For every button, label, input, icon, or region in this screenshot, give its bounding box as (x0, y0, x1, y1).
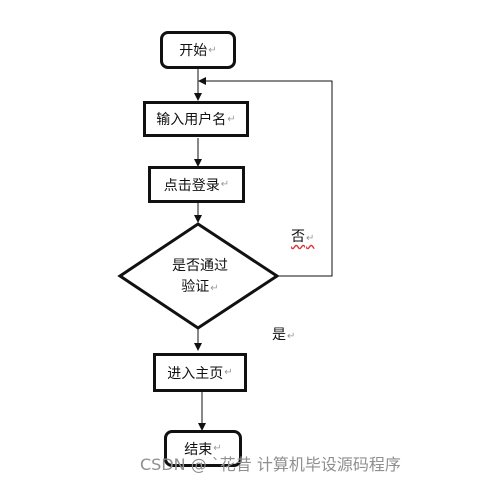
yes-label-text: 是 (272, 327, 286, 343)
end-node: 结束↵ (164, 430, 242, 467)
start-label: 开始 (179, 43, 208, 59)
enter-home-label: 进入主页 (167, 365, 224, 382)
return-mark-icon: ↵ (208, 44, 217, 56)
end-label: 结束 (184, 441, 213, 458)
decision-label-line2: 验证 (181, 279, 210, 295)
start-node: 开始↵ (160, 31, 236, 69)
decision-label-line1: 是否通过 (172, 258, 228, 274)
enter-home-node: 进入主页↵ (153, 353, 247, 392)
return-mark-icon: ↵ (306, 233, 315, 244)
csdn-watermark: CSDN @ `花昔 计算机毕设源码程序 (140, 455, 401, 474)
return-mark-icon: ↵ (210, 283, 219, 294)
input-username-label: 输入用户名 (156, 112, 227, 128)
return-mark-icon: ↵ (220, 179, 230, 190)
return-mark-icon: ↵ (213, 443, 222, 454)
return-mark-icon: ↵ (224, 367, 233, 378)
click-login-label: 点击登录 (163, 177, 220, 194)
no-label-text: 否 (291, 229, 305, 245)
edge-no-loop (198, 77, 333, 277)
click-login-node: 点击登录↵ (148, 166, 245, 203)
decision-label: 是否通过 验证↵ (157, 256, 243, 299)
yes-branch-label: 是↵ (272, 324, 295, 344)
return-mark-icon: ↵ (287, 331, 296, 342)
return-mark-icon: ↵ (227, 113, 236, 125)
no-branch-label: 否↵ (291, 226, 314, 246)
input-username-node: 输入用户名↵ (143, 101, 249, 137)
